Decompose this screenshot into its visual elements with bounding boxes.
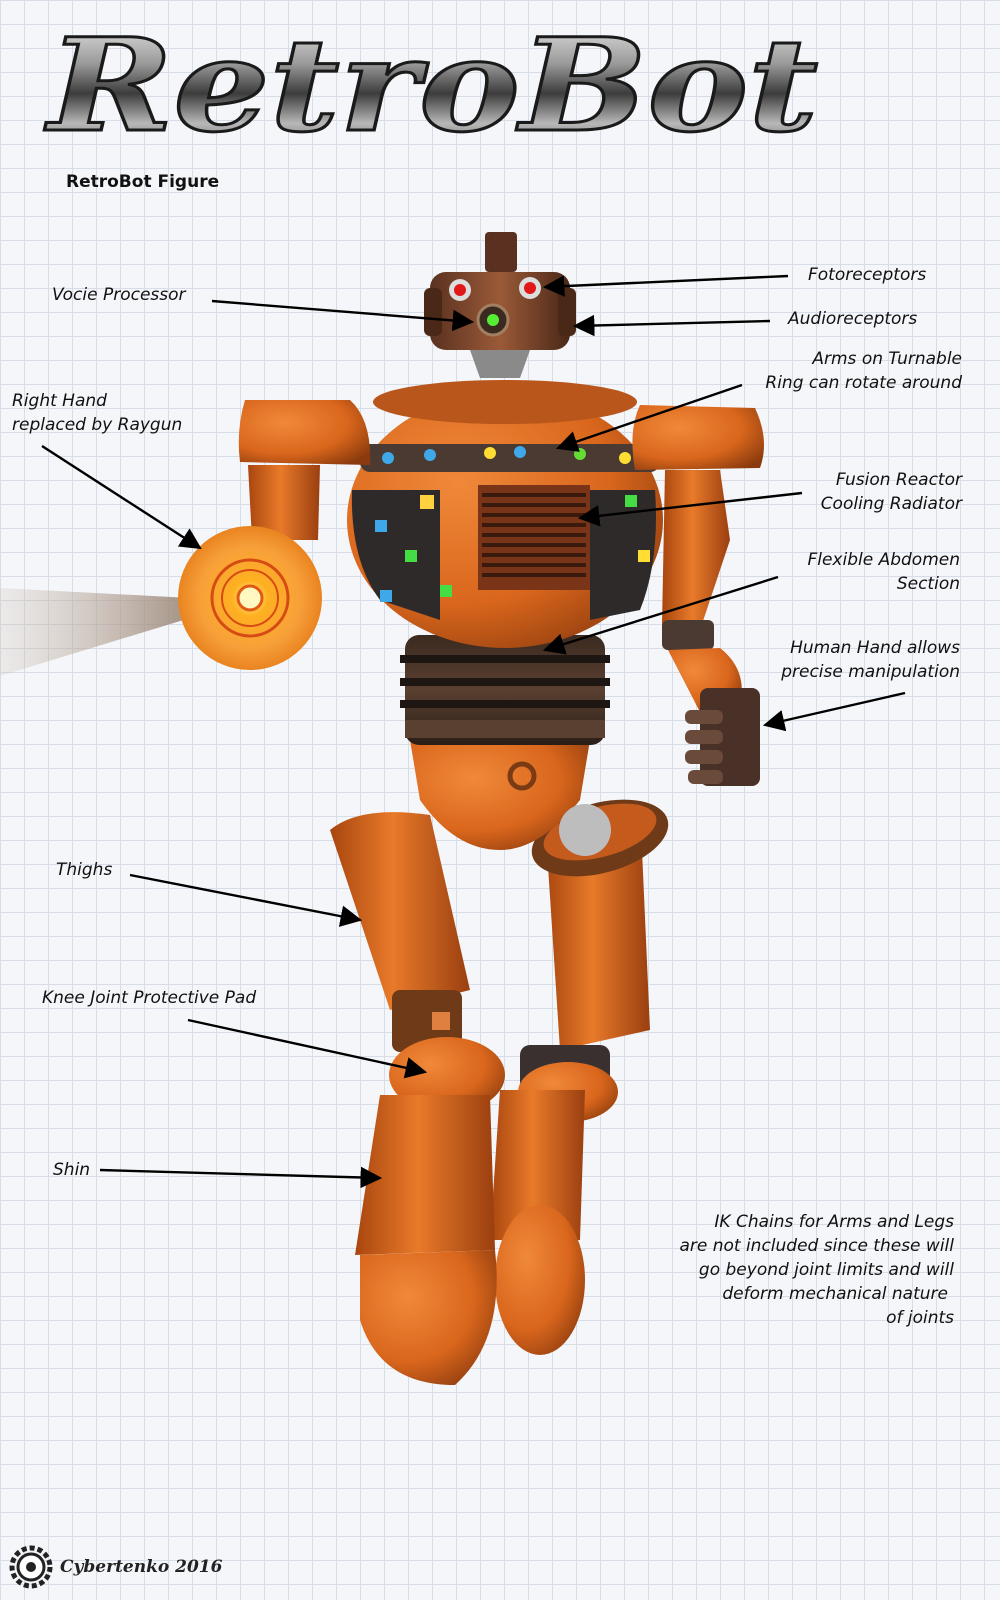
label-line: replaced by Raygun (12, 415, 183, 435)
label-line: precise manipulation (781, 662, 960, 682)
label-line: Section (896, 574, 960, 594)
right-leg (330, 812, 505, 1385)
gear-icon (9, 1545, 53, 1589)
label-fusion-reactor: Fusion Reactor Cooling Radiator (821, 468, 962, 516)
title-text: RetroBot (44, 18, 818, 148)
label-line: Cooling Radiator (820, 494, 962, 514)
right-arm (248, 465, 320, 540)
label-flexible-abdomen: Flexible Abdomen Section (807, 548, 960, 596)
label-knee-pad: Knee Joint Protective Pad (42, 988, 257, 1008)
human-hand (685, 688, 760, 786)
cooling-radiator (478, 485, 590, 590)
right-shoulder (238, 400, 371, 465)
label-audioreceptors: Audioreceptors (788, 309, 918, 329)
label-line: Human Hand allows (790, 638, 960, 658)
torso (347, 380, 663, 648)
leader-lines (41, 274, 906, 1189)
label-human-hand: Human Hand allows precise manipulation (781, 636, 960, 684)
credit: Cybertenko 2016 (8, 1542, 222, 1592)
label-line: Ring can rotate around (765, 373, 962, 393)
label-arms-turntable: Arms on Turnable Ring can rotate around (765, 347, 962, 395)
label-voice-processor: Vocie Processor (52, 285, 186, 305)
label-right-hand: Right Hand replaced by Raygun (12, 389, 182, 437)
label-line: deform mechanical nature (722, 1284, 948, 1304)
head (424, 232, 576, 350)
label-line: IK Chains for Arms and Legs (714, 1212, 954, 1232)
raygun (178, 526, 322, 670)
neck (470, 350, 530, 378)
label-thighs: Thighs (56, 860, 113, 880)
label-ik-note: IK Chains for Arms and Legs are not incl… (679, 1210, 954, 1330)
label-shin: Shin (53, 1160, 91, 1180)
raygun-beam (0, 588, 190, 676)
label-line: are not included since these will (679, 1236, 954, 1256)
label-line: Flexible Abdomen (807, 550, 960, 570)
label-line: Fusion Reactor (835, 470, 962, 490)
left-leg (490, 799, 669, 1355)
label-fotoreceptors: Fotoreceptors (808, 265, 927, 285)
title-logo: RetroBot (43, 18, 820, 148)
label-line: Right Hand (12, 391, 107, 411)
page-subtitle: RetroBot Figure (66, 172, 220, 192)
left-shoulder (632, 405, 764, 470)
label-line: go beyond joint limits and will (698, 1260, 954, 1280)
credit-text: Cybertenko 2016 (60, 1557, 223, 1577)
label-line: Arms on Turnable (812, 349, 962, 369)
pelvis (410, 740, 590, 850)
label-line: of joints (886, 1308, 954, 1328)
abdomen (400, 635, 610, 745)
